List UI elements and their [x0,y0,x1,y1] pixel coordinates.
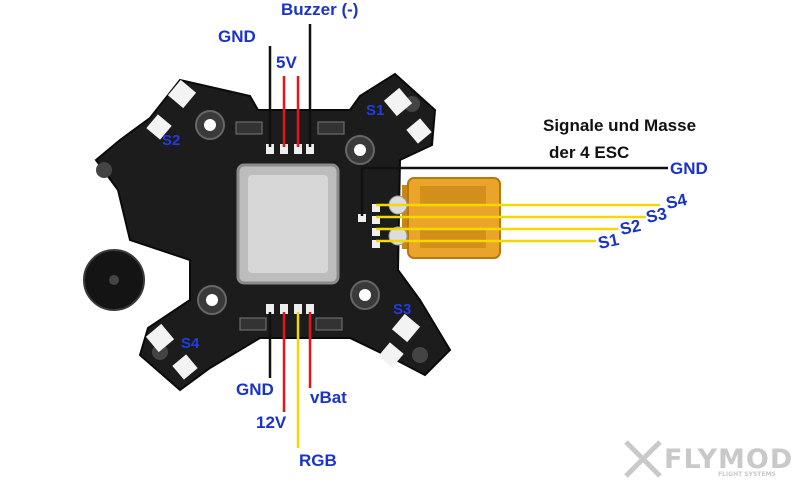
label-buzzer-negative: Buzzer (-) [281,0,359,19]
flymod-logo-icon [624,440,662,478]
wire-gnd-esc [360,166,668,216]
watermark-brand: FLYMOD [664,444,794,475]
label-s2-wire: S2 [618,216,643,239]
board-label-s3: S3 [393,301,412,318]
label-signal-title-line2: der 4 ESC [549,143,630,162]
label-signal-title-line1: Signale und Masse [543,116,697,135]
label-rgb: RGB [299,451,337,470]
board-label-s4: S4 [181,335,200,352]
label-12v: 12V [256,413,287,432]
board-label-s1: S1 [366,102,385,119]
label-gnd-top: GND [218,27,256,46]
label-s3-wire: S3 [644,204,669,227]
buzzer-component [83,249,145,311]
watermark-tagline: FLIGHT SYSTEMS [718,471,776,478]
board-label-s2: S2 [162,132,181,149]
label-s4-wire: S4 [664,190,689,213]
top-wires [268,24,312,147]
label-s1-wire: S1 [596,230,621,253]
esc-wires [360,166,668,243]
label-5v: 5V [276,53,297,72]
label-gnd-esc: GND [670,159,708,178]
flight-controller-board [94,72,452,392]
bottom-wires [268,312,312,448]
label-vbat: vBat [310,388,347,407]
label-gnd-bottom: GND [236,380,274,399]
